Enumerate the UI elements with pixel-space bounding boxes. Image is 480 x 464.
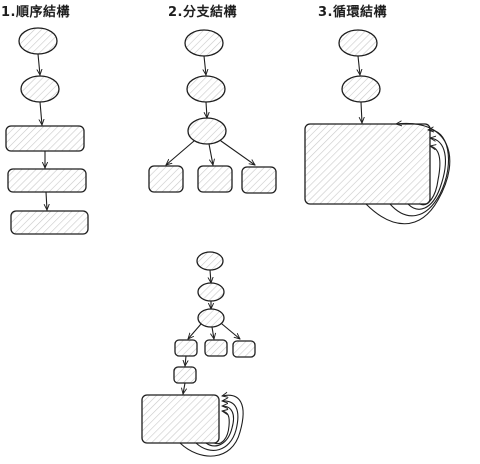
seq-arrow-2 — [40, 101, 42, 125]
combo-process-box — [173, 366, 197, 384]
sequential-structure-title: 1.順序結構 — [1, 5, 70, 20]
combo-branch-box-left — [174, 339, 198, 357]
combined-diagram — [141, 251, 256, 457]
combo-branch-box-middle — [204, 339, 228, 357]
combo-loop-back-arrow-outer — [179, 395, 244, 457]
branch-arrow-left — [166, 140, 195, 165]
sequential-diagram — [5, 27, 89, 235]
loop-back-arrow-3 — [407, 138, 446, 210]
combo-arrow-4 — [183, 382, 185, 394]
loop-back-arrow-2 — [389, 130, 449, 217]
combo-decision-node — [197, 308, 225, 328]
combo-loop-back-arrow-inner — [213, 411, 230, 445]
combo-loop-body-box — [141, 394, 220, 444]
loop-back-arrow-inner — [419, 146, 441, 206]
branching-diagram — [148, 29, 277, 194]
seq-process-box-1 — [5, 125, 85, 152]
combo-node-2 — [197, 282, 225, 302]
branch-start-node — [184, 29, 224, 57]
combo-loop-back-arrow-2 — [195, 401, 239, 451]
branching-structure-title: 2.分支結構 — [168, 5, 237, 20]
loop-arrow-1 — [358, 55, 360, 75]
seq-arrow-4 — [46, 191, 47, 210]
branch-box-middle — [197, 165, 233, 193]
combo-arrow-left — [188, 323, 202, 339]
branch-box-left — [148, 165, 184, 193]
combo-loop-back-arrow-3 — [205, 406, 235, 447]
seq-arrow-1 — [38, 53, 40, 75]
branch-node-2 — [186, 75, 226, 103]
branch-arrow-middle — [208, 143, 213, 165]
branch-arrow-1 — [204, 55, 206, 75]
loop-arrow-2 — [361, 101, 362, 123]
combo-start-node — [196, 251, 224, 271]
seq-start-node — [18, 27, 58, 55]
combo-arrow-right — [221, 323, 240, 339]
branch-arrow-2 — [206, 101, 207, 118]
branch-arrow-right — [220, 140, 255, 165]
loop-node-2 — [341, 75, 381, 103]
combo-arrow-3 — [185, 355, 186, 366]
seq-node-2 — [20, 75, 60, 103]
loop-start-node — [338, 29, 378, 57]
combo-branch-box-right — [232, 340, 256, 358]
combo-arrow-1 — [210, 269, 211, 283]
branch-decision-node — [187, 117, 227, 145]
loop-diagram — [304, 29, 451, 225]
loop-structure-title: 3.循環結構 — [318, 5, 387, 20]
seq-process-box-3 — [10, 210, 89, 235]
branch-box-right — [241, 166, 277, 194]
combo-arrow-middle — [212, 326, 214, 339]
seq-process-box-2 — [7, 168, 87, 193]
loop-body-box — [304, 123, 431, 205]
